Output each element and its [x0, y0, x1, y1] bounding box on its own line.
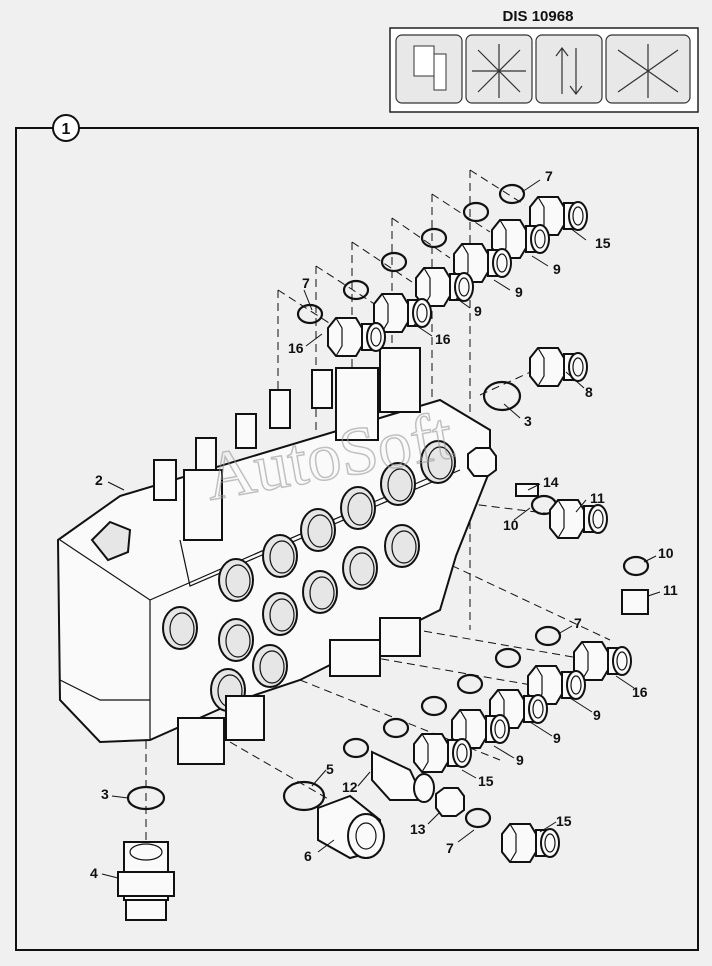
- callout-10: 10: [658, 545, 674, 561]
- callout-10: 10: [503, 517, 519, 533]
- callout-13: 13: [410, 821, 426, 837]
- callout-9: 9: [553, 730, 561, 746]
- callout-7: 7: [446, 840, 454, 856]
- top-studs: [153, 347, 421, 541]
- callout-2: 2: [95, 472, 103, 488]
- callout-11: 11: [663, 582, 678, 598]
- callout-5: 5: [326, 761, 334, 777]
- section-number: 1: [62, 121, 71, 138]
- callout-7: 7: [545, 168, 553, 184]
- callout-8: 8: [585, 384, 593, 400]
- callouts: 7 15 9 9 9 16 7 16 8 3 2 14 11 10 10 11 …: [90, 168, 678, 881]
- callout-9: 9: [553, 261, 561, 277]
- callout-7: 7: [574, 615, 582, 631]
- callout-9: 9: [474, 303, 482, 319]
- callout-6: 6: [304, 848, 312, 864]
- upper-fittings: [296, 183, 650, 615]
- callout-3: 3: [101, 786, 109, 802]
- callout-15: 15: [478, 773, 494, 789]
- bottom-bosses: [177, 617, 421, 765]
- drawing-code: DIS 10968: [502, 8, 574, 25]
- callout-9: 9: [515, 284, 523, 300]
- arrows-icon: [535, 34, 603, 104]
- callout-15: 15: [595, 235, 611, 251]
- decal-panel: [389, 27, 699, 113]
- callout-15: 15: [556, 813, 572, 829]
- bottom-left-fitting: [117, 785, 175, 921]
- callout-9: 9: [516, 752, 524, 768]
- callout-11: 11: [590, 490, 605, 506]
- callout-3: 3: [524, 413, 532, 429]
- section-badge: [52, 114, 80, 142]
- callout-4: 4: [90, 865, 98, 881]
- callout-7: 7: [302, 275, 310, 291]
- callout-16: 16: [288, 340, 304, 356]
- lower-fittings: [282, 625, 632, 863]
- section-frame: [15, 127, 699, 951]
- callout-16: 16: [435, 331, 451, 347]
- callout-16: 16: [632, 684, 648, 700]
- callout-12: 12: [342, 779, 358, 795]
- callout-14: 14: [543, 474, 559, 490]
- callout-9: 9: [593, 707, 601, 723]
